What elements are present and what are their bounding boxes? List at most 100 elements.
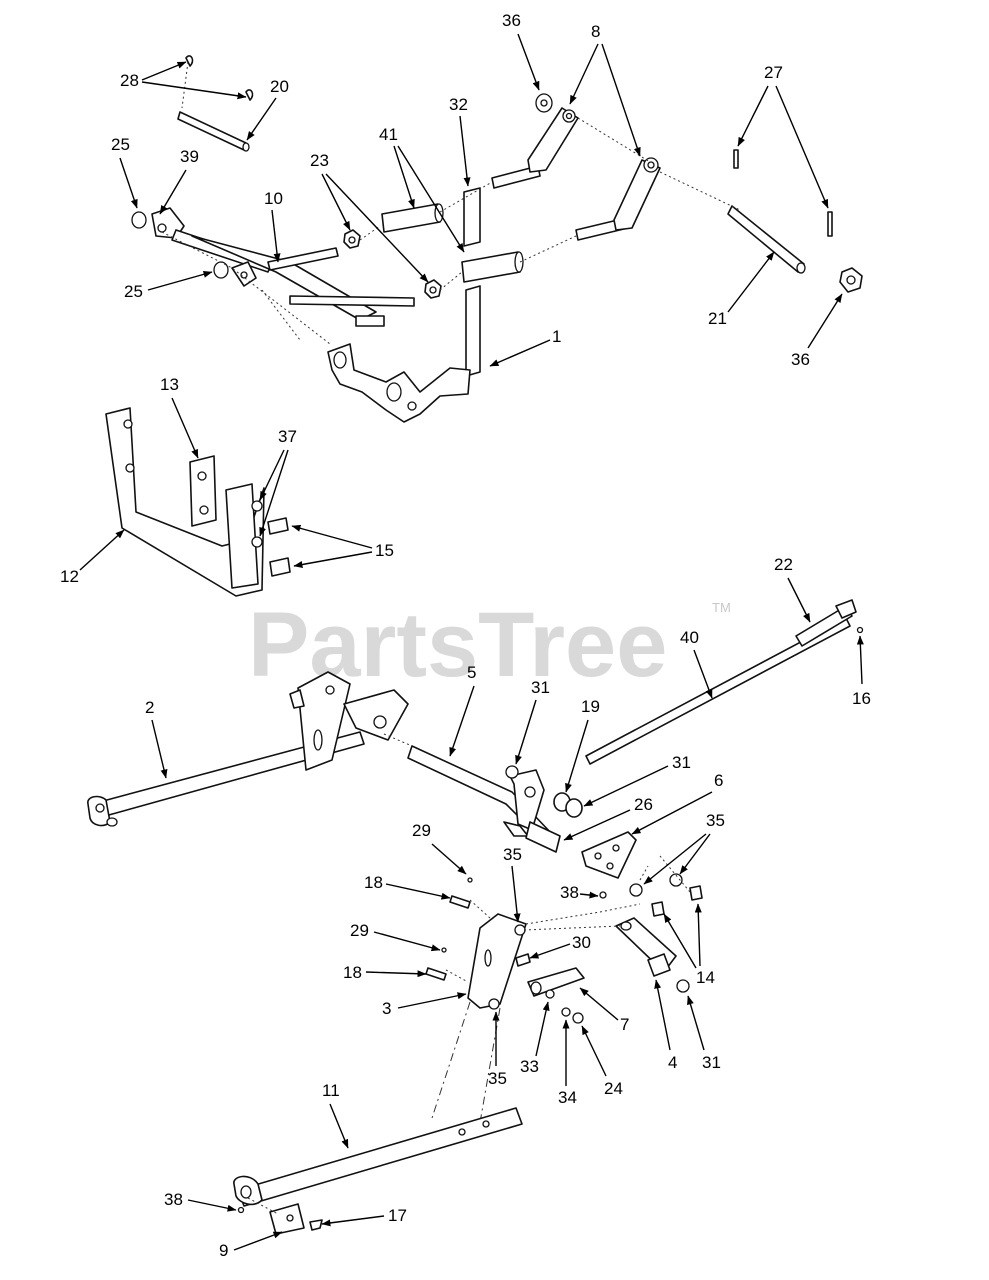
tab-10	[355, 315, 385, 327]
plate-13	[189, 455, 217, 527]
callout-34: 34	[558, 1088, 577, 1107]
pin-16	[856, 626, 864, 634]
callout-26: 26	[634, 795, 653, 814]
plate-6	[581, 831, 637, 879]
callout-11: 11	[322, 1081, 340, 1100]
spacer-41b	[461, 251, 521, 283]
callout-33: 33	[520, 1057, 539, 1076]
callout-32: 32	[449, 95, 468, 114]
rod-40	[585, 617, 851, 765]
callout-16: 16	[852, 689, 871, 708]
bolt-15a	[267, 517, 289, 535]
washer-35b	[669, 873, 683, 887]
callout-35-right: 35	[706, 811, 725, 830]
callout-41: 41	[379, 125, 398, 144]
pin-20-end	[242, 142, 250, 152]
spring-30	[515, 953, 531, 967]
callout-2: 2	[145, 698, 154, 717]
callout-14: 14	[696, 968, 715, 987]
callout-18-upper: 18	[364, 873, 383, 892]
callout-35-middle: 35	[503, 845, 522, 864]
plate-2	[343, 689, 409, 741]
rod-10b	[289, 295, 415, 307]
link-32	[463, 187, 481, 247]
callout-22: 22	[774, 555, 793, 574]
callout-10: 10	[264, 189, 283, 208]
bellcrank-1	[327, 343, 471, 423]
callout-36-right: 36	[791, 350, 810, 369]
callout-9: 9	[219, 1241, 228, 1260]
callout-4: 4	[668, 1053, 677, 1072]
callout-24: 24	[604, 1079, 623, 1098]
callout-31-right: 31	[672, 753, 691, 772]
bracket-2	[297, 671, 351, 771]
arm-8b	[613, 159, 661, 231]
pin-8a	[491, 165, 541, 189]
washer-34	[561, 1007, 571, 1017]
callout-3: 3	[382, 999, 391, 1018]
callout-7: 7	[620, 1015, 629, 1034]
bushing-31b	[565, 798, 583, 818]
callout-18-lower: 18	[343, 963, 362, 982]
callout-17: 17	[388, 1206, 407, 1225]
nut-22	[835, 599, 857, 619]
bolt-14b	[651, 901, 665, 917]
nut-37a	[251, 500, 263, 512]
callout-8: 8	[591, 22, 600, 41]
cotter-pin-27b	[827, 211, 833, 237]
arm-8a	[527, 107, 579, 173]
bushing-25-top	[131, 211, 147, 229]
callout-12: 12	[60, 567, 79, 586]
callout-25-top: 25	[111, 135, 130, 154]
callout-25-bottom: 25	[124, 282, 143, 301]
rod-22-end	[795, 605, 853, 647]
bushing-31c	[676, 979, 690, 993]
callout-37: 37	[278, 427, 297, 446]
pin-38-top	[599, 891, 607, 899]
pin-18b	[425, 967, 447, 981]
callout-30: 30	[572, 933, 591, 952]
bushing-31	[505, 765, 519, 779]
callout-29-lower: 29	[350, 921, 369, 940]
callout-5: 5	[467, 663, 476, 682]
callout-1: 1	[552, 327, 561, 346]
clip-29b	[441, 947, 447, 953]
callout-31-upper: 31	[531, 678, 550, 697]
boss-4	[647, 953, 671, 977]
cotter-pin-27a	[733, 149, 739, 169]
callout-19: 19	[581, 697, 600, 716]
hidden-line	[181, 61, 189, 109]
bolt-15b	[269, 557, 291, 577]
link-1-upright	[465, 285, 481, 377]
callout-20: 20	[270, 77, 289, 96]
nut-37b	[251, 536, 263, 548]
callout-35-lower: 35	[488, 1069, 507, 1088]
washer-35a	[629, 883, 643, 897]
cotter-pin-28a	[185, 55, 194, 67]
callout-36-top: 36	[502, 11, 521, 30]
washer-35c	[514, 924, 526, 936]
callout-31-lower: 31	[702, 1053, 721, 1072]
pin-20	[177, 111, 247, 151]
pin-38-bottom	[237, 1206, 245, 1214]
callout-27: 27	[764, 63, 783, 82]
callout-29-upper: 29	[412, 821, 431, 840]
side-plate-12	[225, 483, 259, 589]
spring-2	[289, 689, 305, 709]
clip-29a	[467, 877, 473, 883]
bracket-assembly-12	[105, 407, 291, 597]
bushing-26	[525, 821, 561, 853]
lower-lift-assembly	[87, 599, 864, 1235]
arm-3	[467, 913, 527, 1009]
callout-6: 6	[714, 771, 723, 790]
callout-28: 28	[120, 71, 139, 90]
callout-23: 23	[310, 151, 329, 170]
spacer-41a	[381, 203, 441, 233]
callout-21: 21	[708, 309, 727, 328]
bracket-12	[105, 407, 265, 597]
pin-18a	[449, 895, 471, 909]
callout-13: 13	[160, 375, 179, 394]
rod-10a	[267, 247, 339, 271]
callout-15: 15	[375, 541, 394, 560]
